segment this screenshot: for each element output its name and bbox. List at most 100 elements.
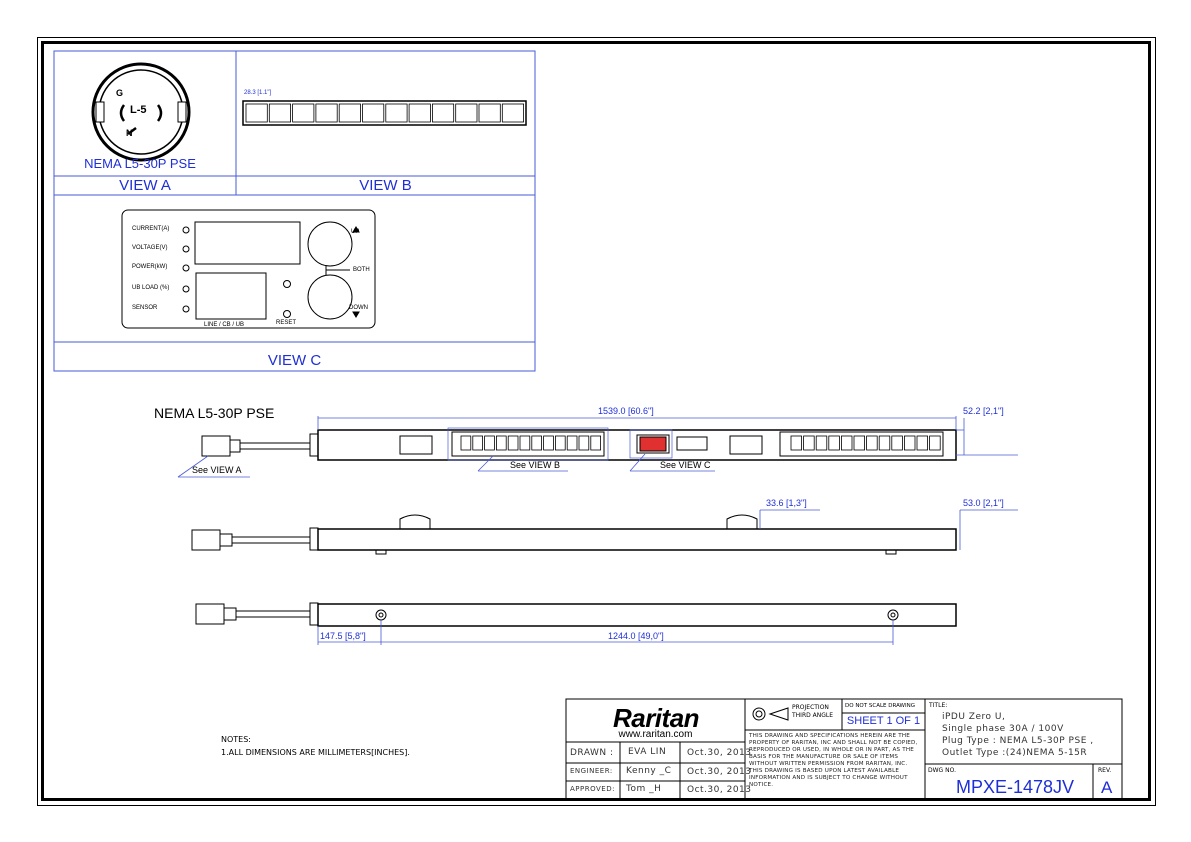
outlet — [460, 435, 472, 451]
panel-reset: RESET — [276, 320, 297, 326]
outlet — [362, 103, 385, 123]
main-plug-title: NEMA L5-30P PSE — [154, 405, 275, 421]
approved-label: APPROVED: — [570, 785, 615, 793]
panel-down: DOWN — [349, 305, 368, 311]
projection-line-2: THIRD ANGLE — [792, 712, 834, 719]
panel-row-sensor: SENSOR — [132, 305, 158, 311]
see-view-b: See VIEW B — [510, 460, 561, 470]
outlet — [790, 435, 803, 451]
dim-end-width: 52.2 [2,1"] — [963, 406, 1004, 416]
outlet — [590, 435, 601, 451]
outlet — [472, 435, 483, 451]
sheet-number: SHEET 1 OF 1 — [846, 715, 921, 727]
panel-up: UP — [351, 229, 360, 235]
outlet — [803, 435, 815, 451]
view-c-label: VIEW C — [267, 352, 322, 369]
outlet-strip-view-b — [242, 100, 527, 126]
outlet — [501, 103, 524, 123]
outlet — [904, 435, 916, 451]
see-view-a: See VIEW A — [192, 465, 242, 475]
revision: A — [1101, 778, 1113, 797]
outlet — [292, 103, 315, 123]
panel-row-current: CURRENT(A) — [132, 226, 170, 232]
outlet — [338, 103, 361, 123]
outlet — [495, 435, 507, 451]
view-a-caption: NEMA L5-30P PSE — [84, 156, 196, 171]
outlet — [519, 435, 531, 451]
outlet — [408, 103, 431, 123]
notes-line-1: 1.ALL DIMENSIONS ARE MILLIMETERS[INCHES]… — [221, 748, 410, 757]
outlet — [578, 435, 590, 451]
outlet — [543, 435, 554, 451]
see-view-c: See VIEW C — [660, 460, 711, 470]
dim-mount-spacing: 1244.0 [49,0"] — [608, 631, 664, 641]
display-panel — [121, 209, 376, 329]
dim-left-offset: 147.5 [5,8"] — [320, 631, 366, 641]
title-line-4: Outlet Type :(24)NEMA 5-15R — [942, 748, 1088, 758]
pdu-side-view — [191, 514, 957, 555]
title-line-2: Single phase 30A / 100V — [942, 724, 1064, 734]
outlet — [878, 435, 891, 451]
view-b-label: VIEW B — [359, 177, 412, 194]
raritan-website: www.raritan.com — [618, 729, 693, 740]
pdu-back-view — [195, 602, 957, 627]
title-label: TITLE: — [929, 702, 948, 709]
engineer-date: Oct.30, 2013 — [687, 767, 752, 777]
dimension-lines-side — [759, 509, 1018, 550]
outlet — [566, 435, 578, 451]
projection-line-1: PROJECTION — [792, 704, 829, 711]
dimension-lines-front — [177, 416, 1018, 478]
outlet — [245, 103, 268, 123]
title-line-1: iPDU Zero U, — [942, 712, 1006, 722]
raritan-logo: Raritan — [612, 703, 700, 733]
nema-plug-face — [91, 62, 191, 162]
outlet — [507, 435, 519, 451]
outlet — [916, 435, 929, 451]
panel-both: BOTH — [353, 267, 370, 273]
outlet — [455, 103, 478, 123]
plug-label-g: G — [116, 88, 124, 98]
title-block-lines — [565, 698, 1123, 800]
plug-label-l5: L-5 — [130, 104, 147, 116]
rev-label: REV. — [1098, 767, 1112, 774]
dim-height: 53.0 [2,1"] — [963, 498, 1004, 508]
panel-line-cb-ub: LINE / CB / UB — [204, 322, 245, 328]
outlet — [268, 103, 291, 123]
outlet — [555, 435, 566, 451]
notes-heading: NOTES: — [221, 735, 251, 744]
engineer-label: ENGINEER: — [570, 767, 613, 775]
outlet — [828, 435, 840, 451]
outlet — [815, 435, 828, 451]
outlet — [866, 435, 878, 451]
drawing-number: MPXE-1478JV — [956, 777, 1075, 797]
drawn-name: EVA LIN — [628, 747, 667, 757]
drawn-date: Oct.30, 2013 — [687, 748, 752, 758]
approved-name: Tom _H — [626, 784, 662, 794]
outlet — [841, 435, 853, 451]
outlet — [891, 435, 903, 451]
outlet — [431, 103, 455, 123]
panel-row-voltage: VOLTAGE(V) — [132, 245, 168, 251]
outlet — [385, 103, 408, 123]
view-b-dimension: 28.3 [1.1"] — [244, 90, 272, 96]
drawing-border-outer — [37, 37, 1156, 806]
dim-depth: 33.6 [1,3"] — [766, 498, 807, 508]
approved-date: Oct.30, 2013 — [687, 785, 752, 795]
title-line-3: Plug Type : NEMA L5-30P PSE , — [942, 736, 1094, 746]
panel-row-ub-load: UB LOAD (%) — [132, 285, 170, 291]
outlet — [478, 103, 501, 123]
plug-label-n: N — [126, 128, 133, 138]
engineer-name: Kenny _C — [626, 766, 672, 776]
outlet — [315, 103, 338, 123]
do-not-scale: DO NOT SCALE DRAWING — [845, 703, 915, 709]
outlet — [853, 435, 866, 451]
dimension-lines-back — [317, 620, 894, 645]
view-a-label: VIEW A — [119, 177, 171, 194]
outlet — [531, 435, 542, 451]
panel-row-power: POWER(kW) — [132, 264, 168, 270]
ownership-disclaimer: THIS DRAWING AND SPECIFICATIONS HEREIN A… — [749, 733, 918, 788]
dim-overall-length: 1539.0 [60.6"] — [598, 406, 654, 416]
outlet — [929, 435, 941, 451]
dwg-no-label: DWG NO. — [928, 767, 956, 774]
